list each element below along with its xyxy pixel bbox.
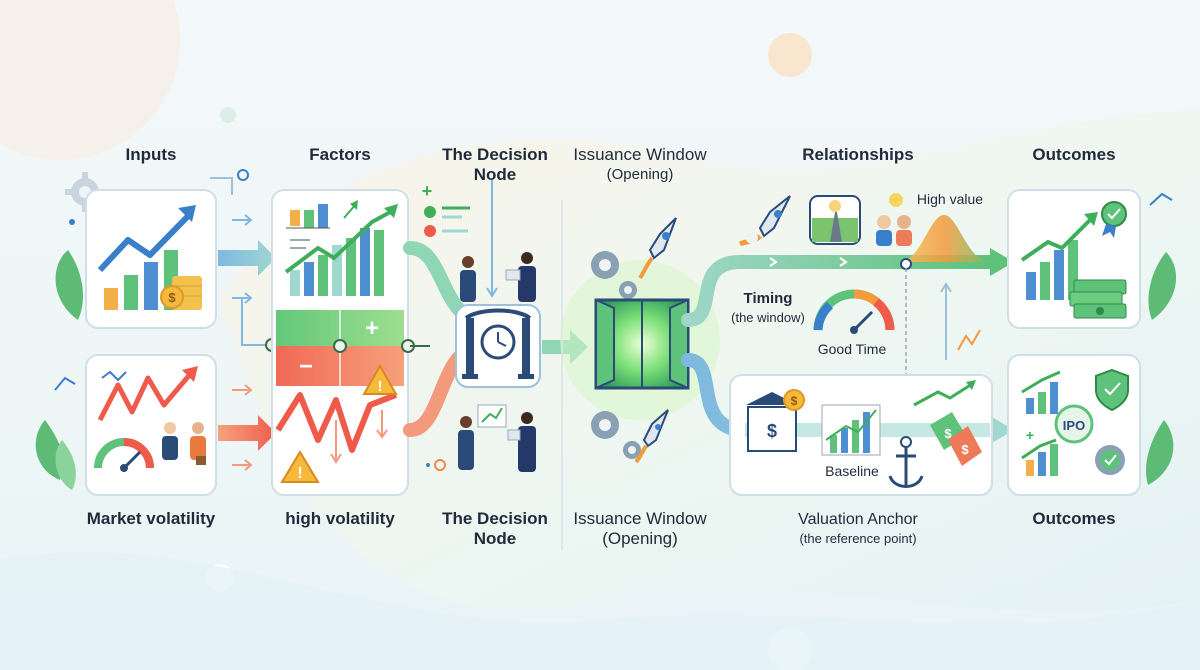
presenters-icon [458,404,536,472]
relationships-title: Relationships [802,145,913,164]
check-gear-icon [1095,445,1125,475]
happy-people-icon [876,193,912,246]
svg-text:!: ! [378,378,383,395]
factors-column: + − ! ! Factors high volatility [271,145,415,528]
road-icon [809,195,861,245]
timing-label: Timing [744,290,793,307]
shield-check-icon [1095,368,1129,412]
window-icon [594,298,690,390]
baseline-label: Baseline [825,463,879,479]
decision-node-label-line2: Node [474,529,517,548]
outcomes-label: Outcomes [1032,509,1115,528]
plus-minus-panel: + − [276,310,415,386]
minus-icon: − [299,353,313,380]
leaf-icon [1145,252,1177,485]
anchor-icon [888,436,924,488]
svg-text:$: $ [944,426,952,441]
svg-text:+: + [1026,427,1034,443]
factors-title: Factors [309,145,370,164]
relationships-column: High value Timing (the window) Good Time… [729,145,993,546]
baseline-chart-icon [821,404,881,456]
volatility-line-icon [275,392,398,453]
svg-text:IPO: IPO [1063,418,1085,433]
price-tag-icon: $ $ [930,412,982,466]
warning-icon: ! ! [280,363,398,483]
plus-icon: + [365,315,379,342]
inputs-title: Inputs [126,145,177,164]
decision-checklist-icon: + [422,181,470,237]
business-people-icon [460,252,536,302]
leaf-icon [35,250,83,490]
inputs-chart-card: $ [85,189,217,329]
clock-gate-icon [462,308,534,379]
good-time-label: Good Time [818,341,887,357]
svg-text:$: $ [961,442,969,457]
rocket-icon [634,217,677,464]
issuance-window-label-line1: Issuance Window [573,509,707,528]
decision-node-title-line1: The Decision [442,145,548,164]
decision-node-title-line2: Node [474,165,517,184]
rocket-icon [738,195,791,247]
gauge-icon [813,289,895,334]
outcomes-growth-card [1007,189,1141,329]
inputs-column: $ Inputs Market volatility [35,145,217,528]
cash-stack-icon [1069,279,1127,319]
svg-text:$: $ [767,421,777,441]
bell-curve-icon [900,215,990,262]
decision-node-label-line1: The Decision [442,509,548,528]
inputs-to-factors-arrows [54,169,279,471]
valuation-anchor-label: Valuation Anchor [798,511,918,528]
high-value-label: High value [917,191,983,207]
valuation-anchor-sublabel: (the reference point) [799,531,916,546]
issuance-window-title-line2: (Opening) [607,166,674,183]
market-volatility-card [85,354,217,496]
svg-text:+: + [422,181,433,201]
outcomes-ipo-card: IPO + [1007,354,1141,496]
trend-up-icon [97,209,195,273]
outcomes-column: IPO + Outcomes Outcomes [1007,145,1177,528]
bank-icon: $ $ [746,389,805,452]
issuance-window-column: Issuance Window (Opening) Issuance Windo… [560,145,720,548]
issuance-window-label-line2: (Opening) [602,529,678,548]
issuance-window-title-line1: Issuance Window [573,145,707,164]
outcomes-title: Outcomes [1032,145,1115,164]
timing-sublabel: (the window) [731,310,805,325]
volatile-line-icon [97,370,194,422]
factors-chart-icon [284,200,398,296]
gauge-icon [94,438,154,472]
ipo-badge-icon: IPO [1054,404,1094,444]
gear-icon [591,251,641,459]
svg-text:$: $ [168,290,176,305]
svg-text:!: ! [297,465,302,482]
handshake-people-icon [162,422,206,465]
svg-text:$: $ [791,394,798,408]
market-volatility-label: Market volatility [87,509,216,528]
coin-stack-icon: $ [160,276,202,310]
award-badge-icon [1101,201,1127,238]
high-volatility-label: high volatility [285,509,395,528]
decision-node-column: + [422,145,548,548]
